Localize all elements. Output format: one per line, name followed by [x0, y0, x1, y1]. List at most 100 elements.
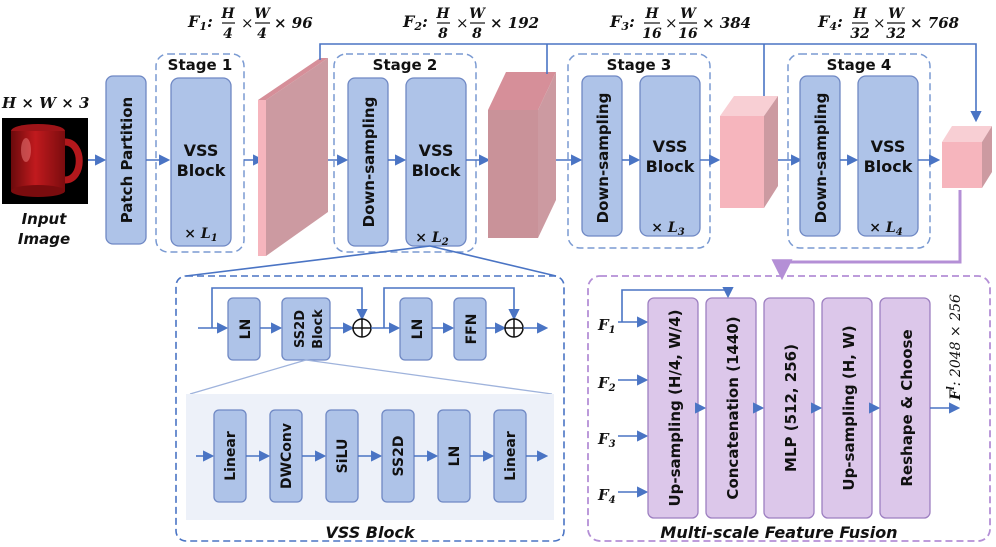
svg-text:F2:: F2:	[402, 12, 428, 33]
stage-2-title: Stage 2	[373, 56, 438, 74]
ss2d-zoom-right	[305, 359, 553, 395]
vss-ln-1	[227, 297, 261, 361]
svg-text:× 96: × 96	[274, 14, 313, 32]
svg-text:32: 32	[886, 26, 906, 42]
svg-text:W: W	[888, 6, 905, 22]
vss-ffn	[453, 297, 487, 361]
fusion-upsampling-1-label: Up-sampling (H/4, W/4)	[666, 309, 684, 506]
input-label-2: Image	[18, 230, 70, 248]
svg-text:H: H	[852, 6, 867, 22]
ss2d-row: Linear DWConv SiLU SS2D LN Linear	[196, 409, 549, 503]
vss-residual-1	[211, 287, 368, 328]
ss2d-zoom-left	[189, 359, 307, 395]
stage-1-vss-line1: VSS	[184, 141, 219, 160]
stage-1-vss-block	[170, 77, 232, 247]
stage-2-repeat: × L2	[415, 230, 448, 248]
stage-4-vss-line2: Block	[864, 157, 913, 176]
svg-text:× 192: × 192	[490, 14, 539, 32]
svg-text:W: W	[469, 6, 486, 22]
stage-2-vss-line2: Block	[412, 161, 461, 180]
svg-text:W: W	[254, 6, 271, 22]
stage-4-repeat: × L4	[869, 220, 902, 238]
fusion-input-f2: F2	[597, 374, 616, 394]
svg-text:× 768: × 768	[910, 14, 960, 32]
fusion-input-f3: F3	[597, 430, 616, 450]
vss-block-title: VSS Block	[325, 523, 416, 542]
feature-map-f3	[720, 96, 778, 208]
fusion-frame	[587, 275, 991, 542]
svg-text:×: ×	[241, 14, 254, 32]
vss-ln-2	[399, 297, 433, 361]
svg-text:16: 16	[642, 26, 662, 42]
stage-1-vss-line2: Block	[177, 161, 226, 180]
feature-map-f4	[942, 126, 992, 188]
fusion-mlp-label: MLP (512, 256)	[782, 344, 800, 472]
feature-label-f3: F3: H 16 × W 16 × 384	[609, 6, 751, 42]
fusion-upsampling-2-label: Up-sampling (H, W)	[840, 325, 858, 490]
feature-map-f1	[258, 58, 328, 256]
stage-3-title: Stage 3	[607, 56, 672, 74]
stage-2-vss-line1: VSS	[419, 141, 454, 160]
stage-3-downsampling	[581, 75, 623, 237]
svg-text:4: 4	[223, 26, 233, 42]
stage-3-frame	[567, 53, 711, 249]
input-label-1: Input	[22, 210, 68, 228]
vss-add-1	[352, 318, 372, 338]
skip-line-top	[319, 43, 982, 123]
feature-map-f2	[488, 72, 556, 238]
svg-text:W: W	[680, 6, 697, 22]
stage-2-vss-block	[405, 77, 467, 247]
svg-text:F1:: F1:	[187, 12, 213, 33]
vss-ss2d-line2: Block	[311, 309, 326, 349]
vss-add-2	[504, 318, 524, 338]
zoom-line-right	[429, 245, 557, 277]
ss2d-label-2: SiLU	[335, 439, 351, 474]
feature-label-f2: F2: H 8 × W 8 × 192	[402, 6, 539, 42]
stage-3-vss-block	[639, 75, 701, 237]
ss2d-label-3: SS2D	[391, 436, 407, 477]
input-dims: H × W × 3	[1, 94, 89, 112]
svg-text:4: 4	[257, 26, 267, 42]
svg-text:8: 8	[472, 26, 482, 42]
vss-ln-1-label: LN	[238, 319, 254, 340]
svg-text:×: ×	[665, 14, 678, 32]
feature-label-f4: F4: H 32 × W 32 × 768	[817, 6, 960, 42]
vss-block-frame	[175, 275, 565, 542]
stage-4-vss-block	[857, 75, 919, 237]
svg-text:× 384: × 384	[702, 14, 751, 32]
stage-2-frame	[333, 53, 477, 253]
input-image	[2, 118, 88, 204]
svg-text:×: ×	[456, 14, 469, 32]
stage-3-vss-line1: VSS	[653, 137, 688, 156]
stage-4-vss-line1: VSS	[871, 137, 906, 156]
stage-4-title: Stage 4	[827, 56, 892, 74]
svg-text:16: 16	[678, 26, 698, 42]
svg-text:H: H	[644, 6, 659, 22]
svg-text:32: 32	[850, 26, 870, 42]
ss2d-label-5: Linear	[503, 431, 519, 481]
patch-partition-label: Patch Partition	[118, 97, 136, 223]
fusion-reshape-choose-label: Reshape & Choose	[898, 329, 916, 486]
stage-2-downsampling-label: Down-sampling	[360, 97, 378, 228]
fusion-output-label: Fl: 2048 × 256	[946, 294, 964, 401]
svg-text:H: H	[220, 6, 235, 22]
fusion-f1-skip	[621, 287, 734, 322]
svg-text:×: ×	[873, 14, 886, 32]
fusion-concatenation-label: Concatenation (1440)	[724, 316, 742, 499]
vss-ss2d-line1: SS2D	[293, 310, 308, 348]
vss-ln-2-label: LN	[410, 319, 426, 340]
ss2d-label-0: Linear	[223, 431, 239, 481]
stage-1-frame	[155, 53, 245, 253]
feature-label-f1: F1: H 4 × W 4 × 96	[187, 6, 313, 42]
ss2d-label-4: LN	[447, 446, 463, 467]
stage-3-downsampling-label: Down-sampling	[594, 93, 612, 224]
stage-1-repeat: × L1	[184, 226, 217, 244]
zoom-line-left	[185, 245, 431, 277]
svg-text:F4:: F4:	[817, 12, 843, 33]
fusion-input-f4: F4	[597, 486, 616, 506]
fusion-input-f1: F1	[597, 316, 616, 336]
svg-text:H: H	[435, 6, 450, 22]
ss2d-label-1: DWConv	[279, 423, 295, 489]
stage-4-downsampling-label: Down-sampling	[812, 93, 830, 224]
stage-4-frame	[787, 53, 931, 249]
